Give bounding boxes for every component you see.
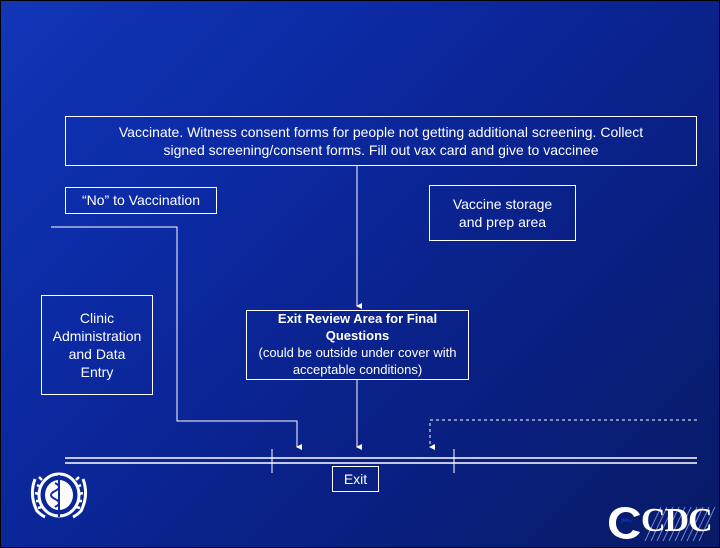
vaccinate-line-2: signed screening/consent forms. Fill out… bbox=[163, 142, 599, 158]
clinic-administration-box: Clinic Administration and Data Entry bbox=[41, 295, 153, 395]
who-emblem-icon bbox=[30, 472, 88, 519]
vaccine-storage-line-2: and prep area bbox=[458, 214, 547, 230]
no-vaccination-label: “No” to Vaccination bbox=[81, 192, 200, 209]
cdc-logo-icon bbox=[609, 506, 716, 542]
dashed-entry-path bbox=[429, 419, 697, 450]
cdc-logo-text: CDC bbox=[641, 502, 713, 539]
clinic-line-1: Clinic bbox=[79, 309, 115, 326]
exit-label: Exit bbox=[343, 470, 368, 487]
exit-review-box: Exit Review Area for Final Questions (co… bbox=[246, 310, 469, 380]
vaccine-storage-line-1: Vaccine storage bbox=[452, 195, 553, 212]
exit-review-line-3: acceptable conditions) bbox=[292, 361, 423, 377]
clinic-line-3: and Data bbox=[68, 346, 126, 362]
exit-review-title: Exit Review Area for Final Questions bbox=[277, 311, 438, 344]
clinic-line-4: Entry bbox=[80, 364, 114, 381]
no-vaccination-box: “No” to Vaccination bbox=[65, 187, 217, 214]
exit-review-line-2: (could be outside under cover with bbox=[258, 345, 457, 360]
no-vaccination-path bbox=[51, 226, 302, 450]
vaccinate-box: Vaccinate. Witness consent forms for peo… bbox=[65, 116, 697, 166]
clinic-line-2: Administration bbox=[52, 327, 142, 344]
exit-box: Exit bbox=[332, 466, 379, 492]
vaccine-storage-box: Vaccine storage and prep area bbox=[429, 185, 576, 241]
vaccinate-line-1: Vaccinate. Witness consent forms for peo… bbox=[118, 123, 644, 140]
